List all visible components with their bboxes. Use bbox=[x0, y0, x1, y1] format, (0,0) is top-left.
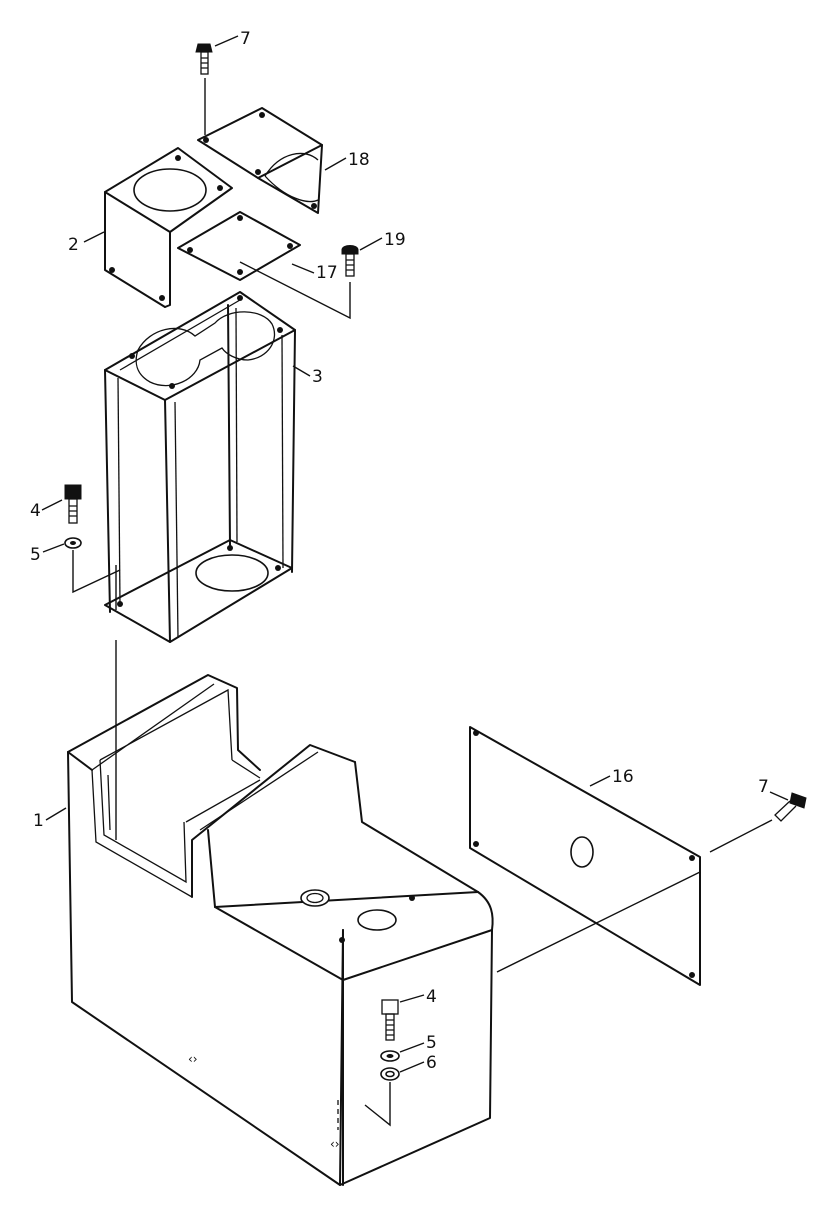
svg-text:2: 2 bbox=[68, 235, 79, 255]
cover-part-2 bbox=[104, 147, 233, 308]
callout-19: 19 bbox=[359, 230, 406, 251]
assembly-lines bbox=[72, 78, 773, 1127]
callout-2: 2 bbox=[68, 231, 105, 255]
nut-6-base bbox=[380, 1067, 400, 1081]
washer-5-base bbox=[380, 1050, 400, 1062]
screw-19 bbox=[341, 245, 359, 277]
svg-text:17: 17 bbox=[316, 263, 338, 283]
callout-1: 1 bbox=[33, 807, 67, 831]
angled-plate-part-18 bbox=[197, 107, 323, 214]
small-plate-part-17 bbox=[177, 211, 301, 281]
bolt-4-left bbox=[64, 484, 82, 524]
svg-text:7: 7 bbox=[758, 777, 769, 797]
callout-7-top: 7 bbox=[214, 29, 251, 49]
base-tank-part-1: ‹› ‹› bbox=[67, 674, 494, 1186]
svg-text:3: 3 bbox=[312, 367, 323, 387]
callout-3: 3 bbox=[292, 365, 323, 387]
washer-5-left bbox=[64, 537, 82, 549]
svg-text:1: 1 bbox=[33, 811, 44, 831]
callout-5-left: 5 bbox=[30, 543, 65, 565]
svg-text:6: 6 bbox=[426, 1053, 437, 1073]
svg-text:5: 5 bbox=[30, 545, 41, 565]
callouts: 7 18 2 17 19 3 4 5 bbox=[30, 29, 789, 1073]
svg-text:4: 4 bbox=[426, 987, 437, 1007]
callout-6-base: 6 bbox=[399, 1053, 437, 1073]
svg-text:18: 18 bbox=[348, 150, 370, 170]
svg-text:4: 4 bbox=[30, 501, 41, 521]
svg-text:19: 19 bbox=[384, 230, 406, 250]
callout-17: 17 bbox=[291, 263, 338, 283]
svg-text:5: 5 bbox=[426, 1033, 437, 1053]
callout-4-left: 4 bbox=[30, 499, 63, 521]
svg-text:‹›: ‹› bbox=[330, 1137, 340, 1151]
callout-7-right: 7 bbox=[758, 777, 789, 801]
svg-text:16: 16 bbox=[612, 767, 634, 787]
callout-5-base: 5 bbox=[399, 1033, 437, 1053]
svg-text:7: 7 bbox=[240, 29, 251, 49]
frame-part-3 bbox=[104, 291, 296, 643]
bolt-7-right bbox=[774, 792, 807, 822]
panel-part-16 bbox=[469, 726, 701, 986]
callout-16: 16 bbox=[589, 767, 634, 787]
bolt-7-top bbox=[195, 43, 213, 75]
callout-18: 18 bbox=[324, 150, 370, 171]
svg-text:‹›: ‹› bbox=[188, 1052, 198, 1066]
callout-4-base: 4 bbox=[399, 987, 437, 1007]
bolt-4-base bbox=[381, 999, 399, 1041]
